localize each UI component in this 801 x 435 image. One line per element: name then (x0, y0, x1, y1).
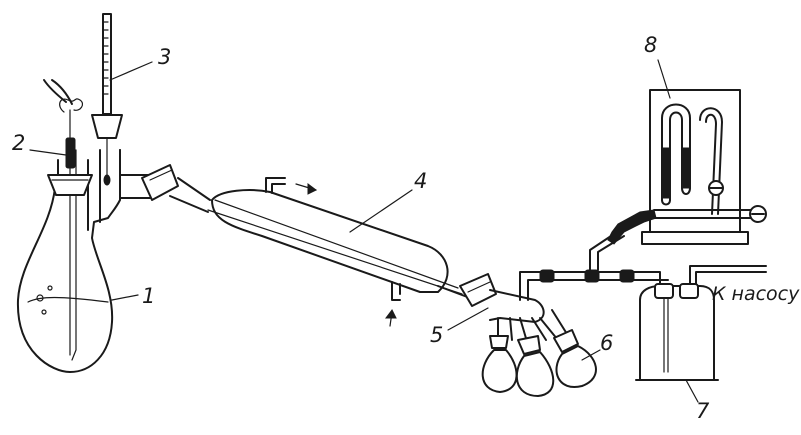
label-8: 8 (644, 33, 657, 57)
receiver-flask (553, 329, 597, 389)
pump-note: К насосу (712, 283, 800, 305)
manometer (607, 89, 767, 245)
thermometer (91, 13, 123, 186)
allonge-joint (437, 273, 497, 307)
label-3: 3 (158, 45, 171, 69)
capillary-clamp (43, 79, 84, 169)
receiver-flasks (481, 329, 597, 397)
label-6: 6 (600, 331, 613, 355)
adapter-joint (141, 164, 211, 213)
flask-stopper-left (47, 174, 93, 196)
label-7: 7 (696, 399, 710, 423)
receiver-flask (481, 335, 518, 393)
liebig-condenser (207, 177, 463, 327)
label-5: 5 (430, 323, 443, 347)
label-1: 1 (142, 284, 155, 308)
label-4: 4 (414, 169, 427, 193)
receiver-flask (515, 335, 555, 397)
safety-trap (635, 265, 767, 381)
label-2: 2 (12, 131, 25, 155)
leader-lines (29, 59, 699, 403)
receiver-adapter (489, 229, 641, 346)
